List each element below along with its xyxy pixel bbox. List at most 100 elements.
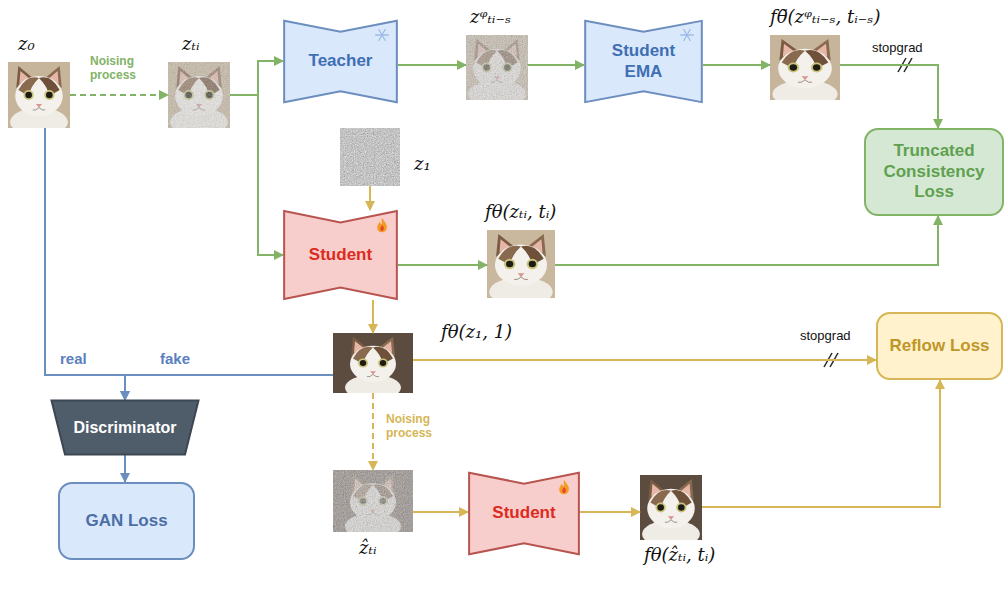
image-node: zₜᵢ <box>168 62 230 128</box>
connector <box>45 128 125 400</box>
image-noisy-z <box>168 62 230 136</box>
connector <box>398 264 487 266</box>
image-pure-noise <box>340 128 400 186</box>
flame-outer <box>377 218 387 232</box>
flame-inner <box>562 487 566 493</box>
snowflake-lines <box>376 29 389 40</box>
math-label: fθ(ẑₜᵢ, tᵢ) <box>644 543 715 567</box>
image-generated <box>333 333 413 400</box>
illustration-part <box>489 234 552 306</box>
edge-label: stopgrad <box>872 40 923 56</box>
image-node: fθ(ẑₜᵢ, tᵢ) <box>640 475 702 540</box>
image-node: ẑₜᵢ <box>333 470 413 532</box>
connector <box>369 186 371 210</box>
edge-label: fake <box>160 350 190 368</box>
illustration-part <box>168 62 230 128</box>
node-label: Teacher <box>309 51 373 71</box>
math-label: fθ̃(zᵠₜᵢ₋ₛ, tᵢ₋ₛ) <box>770 5 880 29</box>
snowflake-arm <box>684 29 690 40</box>
node-label: GAN Loss <box>85 511 167 531</box>
flame-icon <box>374 217 390 233</box>
image-node: fθ(z₁, 1) <box>333 333 413 393</box>
node-label: Student <box>492 503 555 523</box>
flame-outer <box>559 480 569 494</box>
math-label: fθ(zₜᵢ, tᵢ) <box>485 200 556 224</box>
flame-icon <box>556 479 572 495</box>
edge-label: Noising process <box>386 412 448 440</box>
loss-box: Truncated Consistency Loss <box>864 128 1004 216</box>
illustration-part <box>772 39 837 108</box>
connector <box>703 64 770 66</box>
node-label: Truncated Consistency Loss <box>874 141 994 202</box>
math-label: fθ(z₁, 1) <box>441 320 512 344</box>
image-teacher-out <box>466 35 528 108</box>
illustration-part <box>466 35 528 100</box>
connector <box>580 511 640 513</box>
connector <box>125 375 333 400</box>
math-label: ẑₜᵢ <box>359 536 377 560</box>
math-label: z₁ <box>414 152 431 176</box>
image-node: fθ(zₜᵢ, tᵢ) <box>487 230 555 298</box>
snowflake-icon <box>679 27 695 43</box>
illustration-part <box>333 470 413 532</box>
image-ema-out <box>770 35 840 108</box>
illustration-part <box>168 62 230 128</box>
edge-label: Noising process <box>90 54 160 82</box>
illustration-part <box>345 337 401 401</box>
connector <box>372 300 374 333</box>
snowflake-icon <box>374 27 390 43</box>
image-node: zᵠₜᵢ₋ₛ <box>466 35 528 100</box>
image-node: z₁ <box>340 128 400 186</box>
illustration-part <box>333 470 413 532</box>
connector <box>555 216 938 265</box>
image-node: z₀ <box>8 62 70 128</box>
snowflake-arm <box>379 29 385 40</box>
discriminator-block: Discriminator <box>50 400 200 455</box>
outline-path <box>469 473 579 554</box>
connector <box>413 359 876 361</box>
connector <box>702 380 940 507</box>
math-label: zᵠₜᵢ₋ₛ <box>470 5 511 29</box>
network-block: Teacher <box>283 20 398 103</box>
loss-box: GAN Loss <box>58 482 195 560</box>
snowflake-arm <box>684 29 690 40</box>
outline-path <box>585 21 702 102</box>
edge-label: stopgrad <box>800 328 851 344</box>
illustration-part <box>340 128 400 186</box>
outline-path <box>284 211 397 299</box>
illustration-part <box>10 66 68 136</box>
math-label: z₀ <box>18 32 35 56</box>
image-z0 <box>8 62 70 136</box>
connector <box>230 61 283 95</box>
connector <box>230 95 283 255</box>
connector <box>528 64 584 66</box>
flame-inner <box>380 225 384 231</box>
illustration-part <box>466 35 528 100</box>
image-node: fθ̃(zᵠₜᵢ₋ₛ, tᵢ₋ₛ) <box>770 35 840 100</box>
connector <box>413 511 468 513</box>
image-reflow-out <box>640 475 702 548</box>
network-block: Student EMA <box>584 20 703 103</box>
node-label: Reflow Loss <box>889 336 989 356</box>
connector <box>70 94 168 96</box>
node-label: Discriminator <box>73 418 176 437</box>
connector <box>840 65 938 128</box>
edge-label: real <box>60 350 87 368</box>
outline-path <box>284 21 397 102</box>
connector <box>372 393 374 470</box>
loss-box: Reflow Loss <box>876 312 1003 380</box>
node-label: Student EMA <box>596 41 691 82</box>
illustration-part <box>642 479 700 548</box>
outline-path <box>52 401 199 455</box>
connector <box>398 64 466 66</box>
snowflake-arm <box>379 29 385 40</box>
connector <box>124 455 126 482</box>
image-student-out <box>487 230 555 306</box>
network-block: Student <box>468 472 580 555</box>
network-block: Student <box>283 210 398 300</box>
node-label: Student <box>309 245 372 265</box>
image-generated-noisy <box>333 470 413 540</box>
snowflake-lines <box>681 29 694 40</box>
math-label: zₜᵢ <box>182 32 200 56</box>
